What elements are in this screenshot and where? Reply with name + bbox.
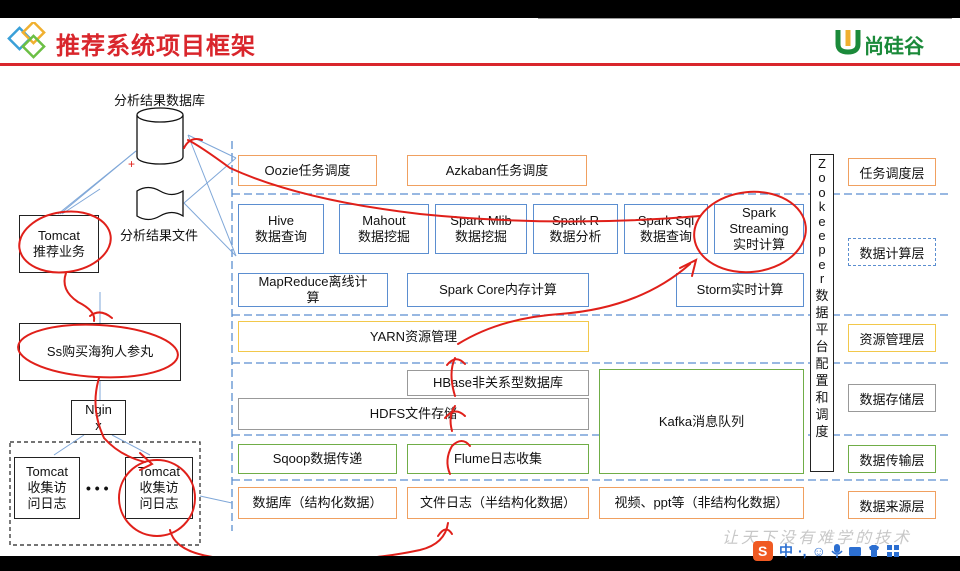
- hive-box: Hive 数据查询: [238, 204, 324, 254]
- zk-char: 度: [815, 423, 829, 439]
- source-file-box: 文件日志（半结构化数据）: [407, 487, 589, 519]
- layer-label-compute: 数据计算层: [848, 238, 936, 266]
- ellipsis-dots: • • •: [86, 480, 109, 496]
- punctuation-toggle[interactable]: ·,: [798, 543, 807, 559]
- header-rule: [0, 63, 960, 66]
- zk-letter: Z: [818, 156, 826, 171]
- file-label: 分析结果文件: [120, 228, 199, 243]
- oozie-box: Oozie任务调度: [238, 155, 377, 186]
- file-icon: [136, 186, 184, 221]
- toolbox-icon[interactable]: [886, 544, 900, 558]
- zk-letter: p: [818, 242, 826, 258]
- db-label: 分析结果数据库: [114, 93, 206, 108]
- zk-char: 据: [815, 304, 829, 320]
- spark-sql-box: Spark Sql 数据查询: [624, 204, 708, 254]
- yarn-box: YARN资源管理: [238, 321, 589, 352]
- mahout-box: Mahout 数据挖掘: [339, 204, 429, 254]
- company-logo-text: 尚硅谷: [864, 36, 924, 58]
- zk-letter: e: [818, 256, 826, 272]
- zk-char: 台: [815, 338, 829, 354]
- zk-letter: e: [818, 228, 826, 244]
- svg-text:S: S: [758, 543, 767, 559]
- slide: 推荐系统项目框架 尚硅谷: [0, 18, 960, 556]
- ime-language-toggle[interactable]: 中: [779, 543, 793, 559]
- diagram-lines: [9, 107, 950, 546]
- emoji-button[interactable]: ☺: [811, 543, 826, 559]
- tomcat-log-box-1: Tomcat 收集访 问日志: [14, 457, 80, 519]
- tomcat-log-box-2: Tomcat 收集访 问日志: [125, 457, 193, 519]
- skin-icon[interactable]: [867, 544, 881, 558]
- ss-box: Ss购买海狗人参丸: [19, 323, 181, 381]
- company-logo-icon: [835, 30, 861, 55]
- zk-char: 和: [815, 389, 829, 405]
- ime-toolbar: S 中 ·, ☺: [752, 540, 900, 562]
- zk-char: 置: [815, 372, 829, 388]
- sogou-icon[interactable]: S: [752, 540, 774, 562]
- storm-box: Storm实时计算: [676, 273, 804, 307]
- zk-letter: o: [818, 184, 826, 200]
- diamond-logo-icon: [7, 22, 46, 59]
- tomcat-recommend-box: Tomcat 推荐业务: [19, 215, 99, 273]
- zk-letter: o: [818, 170, 826, 186]
- zk-letter: e: [818, 213, 826, 229]
- microphone-icon[interactable]: [831, 543, 843, 559]
- keyboard-icon[interactable]: [848, 544, 862, 558]
- source-db-box: 数据库（结构化数据）: [238, 487, 397, 519]
- spark-core-box: Spark Core内存计算: [407, 273, 589, 307]
- zk-letter: k: [818, 199, 826, 215]
- layer-label-schedule: 任务调度层: [848, 158, 936, 186]
- top-rule: [538, 18, 952, 19]
- hdfs-box: HDFS文件存储: [238, 398, 589, 430]
- hbase-box: HBase非关系型数据库: [407, 370, 589, 396]
- zk-char: 平: [815, 321, 829, 337]
- spark-streaming-box: Spark Streaming 实时计算: [714, 204, 804, 254]
- layer-label-resource: 资源管理层: [848, 324, 936, 352]
- zk-letter: r: [819, 271, 825, 287]
- spark-r-box: Spark R 数据分析: [533, 204, 618, 254]
- zk-char: 数: [815, 287, 829, 303]
- zk-char: 配: [815, 355, 829, 371]
- layer-label-source: 数据来源层: [848, 491, 936, 519]
- slide-title: 推荐系统项目框架: [56, 33, 256, 60]
- source-video-box: 视频、ppt等（非结构化数据）: [599, 487, 804, 519]
- zookeeper-box: Z o o k e e p e r 数 据 平 台 配 置 和 调 度: [810, 154, 834, 472]
- slide-header: 推荐系统项目框架 尚硅谷: [0, 18, 960, 66]
- layer-label-transfer: 数据传输层: [848, 445, 936, 473]
- kafka-box: Kafka消息队列: [599, 369, 804, 474]
- sqoop-box: Sqoop数据传递: [238, 444, 397, 474]
- azkaban-box: Azkaban任务调度: [407, 155, 587, 186]
- spark-mlib-box: Spark Mlib 数据挖掘: [435, 204, 527, 254]
- flume-box: Flume日志收集: [407, 444, 589, 474]
- layer-label-storage: 数据存储层: [848, 384, 936, 412]
- zk-char: 调: [815, 406, 829, 422]
- database-icon: [136, 107, 184, 165]
- bottom-bar: [0, 556, 960, 571]
- mapreduce-box: MapReduce离线计 算: [238, 273, 388, 307]
- nginx-box: Ngin x: [71, 400, 126, 435]
